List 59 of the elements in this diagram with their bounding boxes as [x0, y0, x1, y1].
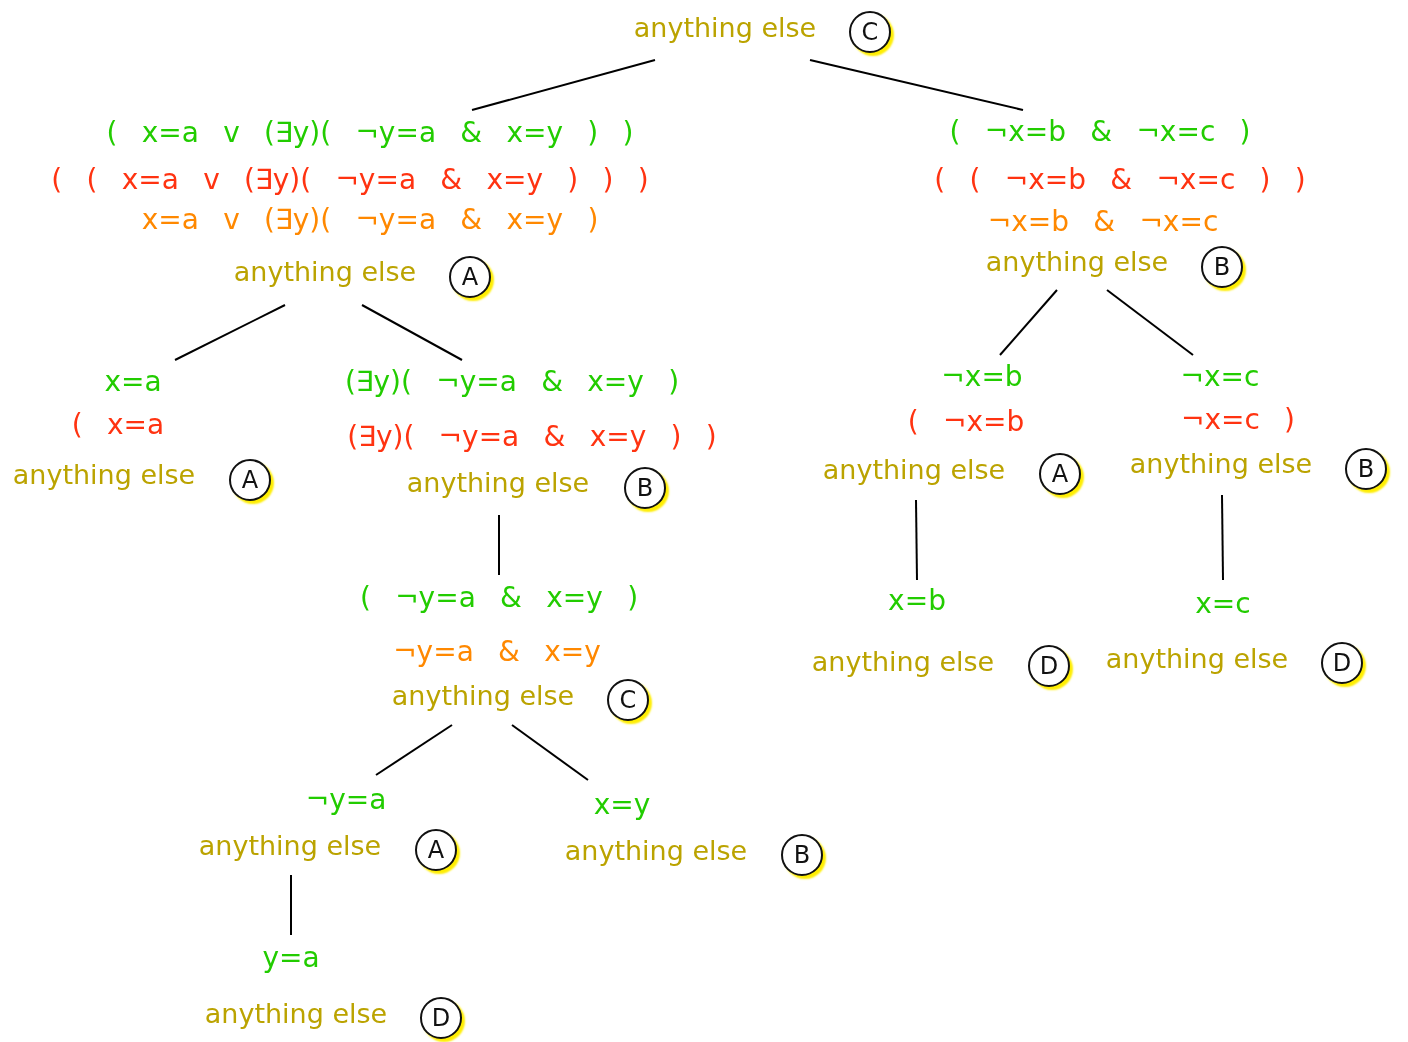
- formula-text: (∃y)( ¬y=a & x=y ): [344, 366, 680, 398]
- tree-branch-line: [498, 514, 500, 576]
- formula-text: x=a v (∃y)( ¬y=a & x=y ): [141, 204, 599, 236]
- letter-circle: B: [1345, 448, 1387, 490]
- letter-circle: B: [624, 467, 666, 509]
- fallback-label: anything else: [811, 647, 995, 677]
- fallback-label: anything else: [406, 468, 590, 498]
- letter-circle: A: [449, 256, 491, 298]
- formula-text: ( ( x=a v (∃y)( ¬y=a & x=y ) ) ): [51, 164, 649, 196]
- fallback-label: anything else: [985, 247, 1169, 277]
- tree-branch-line: [174, 304, 286, 361]
- formula-text: ( ¬x=b: [907, 406, 1025, 438]
- tree-branch-line: [290, 874, 292, 936]
- tree-branch-line: [361, 304, 463, 361]
- fallback-label: anything else: [564, 836, 748, 866]
- fallback-label: anything else: [822, 455, 1006, 485]
- tree-branch-line: [375, 724, 453, 776]
- fallback-label: anything else: [391, 681, 575, 711]
- fallback-label: anything else: [204, 999, 388, 1029]
- letter-circle: B: [1201, 246, 1243, 288]
- letter-circle: A: [1039, 453, 1081, 495]
- letter-circle: C: [849, 11, 891, 53]
- formula-text: ¬y=a & x=y: [393, 636, 601, 668]
- formula-text: ( x=a v (∃y)( ¬y=a & x=y ) ): [106, 117, 634, 149]
- letter-circle: C: [607, 679, 649, 721]
- fallback-label: anything else: [1105, 644, 1289, 674]
- tree-branch-line: [915, 499, 918, 581]
- fallback-label: anything else: [12, 460, 196, 490]
- fallback-label: anything else: [1129, 449, 1313, 479]
- formula-text: ¬x=b & ¬x=c: [987, 206, 1219, 238]
- formula-text: ¬x=c ): [1180, 404, 1296, 436]
- tree-branch-line: [471, 59, 656, 111]
- letter-circle: D: [1028, 645, 1070, 687]
- formula-text: ¬x=c: [1180, 361, 1260, 393]
- letter-circle: D: [420, 997, 462, 1039]
- letter-circle: B: [781, 834, 823, 876]
- formula-text: y=a: [262, 942, 320, 974]
- tree-branch-line: [809, 59, 1024, 111]
- fallback-label: anything else: [633, 13, 817, 43]
- formula-text: x=a: [104, 366, 162, 398]
- formula-text: ( ¬x=b & ¬x=c ): [949, 116, 1251, 148]
- formula-text: ( ¬y=a & x=y ): [359, 582, 639, 614]
- letter-circle: A: [229, 459, 271, 501]
- formula-text: x=c: [1195, 588, 1251, 620]
- tree-branch-line: [999, 289, 1058, 356]
- fallback-label: anything else: [198, 831, 382, 861]
- formula-text: ¬y=a: [305, 784, 387, 816]
- formula-text: x=b: [888, 585, 946, 617]
- formula-text: (∃y)( ¬y=a & x=y ) ): [347, 421, 717, 453]
- fallback-label: anything else: [233, 257, 417, 287]
- tree-branch-line: [511, 724, 589, 781]
- formula-text: ( ( ¬x=b & ¬x=c ) ): [934, 164, 1306, 196]
- letter-circle: A: [415, 829, 457, 871]
- formula-text: ( x=a: [71, 409, 165, 441]
- formula-text: ¬x=b: [941, 361, 1023, 393]
- tree-branch-line: [1221, 494, 1224, 581]
- letter-circle: D: [1321, 642, 1363, 684]
- formula-text: x=y: [593, 789, 651, 821]
- tree-branch-line: [1106, 289, 1194, 356]
